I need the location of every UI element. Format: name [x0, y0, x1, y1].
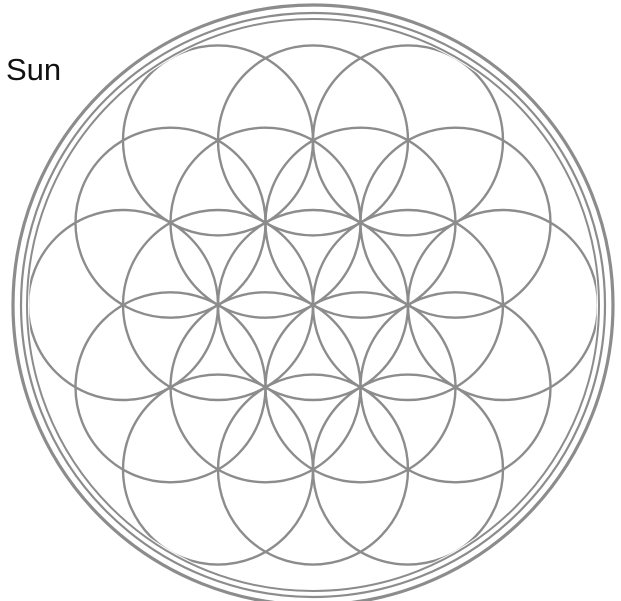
petal-circles [28, 45, 598, 564]
